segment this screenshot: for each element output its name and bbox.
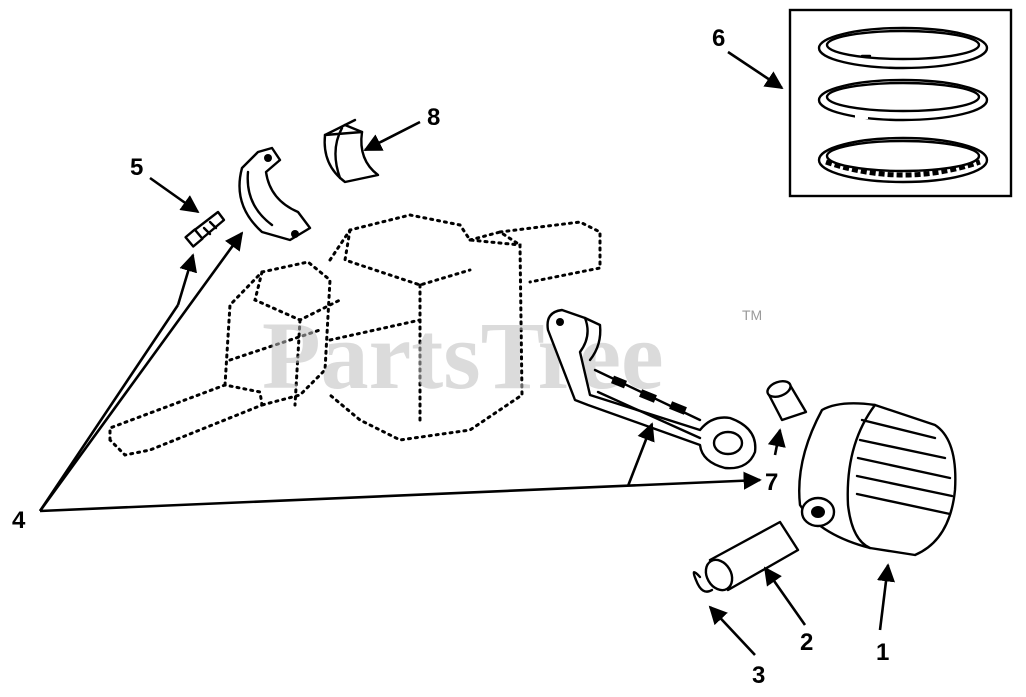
- callout-labels: 6 8 5 4 7 2 3 1: [12, 25, 889, 689]
- piston: [798, 402, 957, 557]
- rod-bolt: [184, 210, 226, 248]
- callout-4: 4: [12, 507, 26, 534]
- crankshaft-outline: [108, 213, 602, 457]
- watermark-text: PartsTree: [262, 302, 664, 409]
- callout-8: 8: [427, 104, 440, 131]
- callout-1: 1: [876, 639, 889, 666]
- watermark-trademark: TM: [742, 307, 762, 323]
- callout-5: 5: [130, 154, 143, 181]
- piston-ring-set: [788, 8, 1013, 198]
- pin-bushing: [766, 380, 808, 422]
- piston-pin: [704, 520, 800, 592]
- bearing-insert: [323, 118, 380, 184]
- callout-3: 3: [752, 662, 765, 689]
- retainer-ring: [692, 571, 714, 593]
- callout-6: 6: [712, 25, 725, 52]
- rod-cap: [238, 146, 312, 242]
- callout-7: 7: [765, 469, 778, 496]
- watermark: PartsTree TM: [262, 302, 762, 409]
- callout-2: 2: [800, 629, 813, 656]
- leader-lines: [38, 50, 896, 656]
- connecting-rod: [546, 308, 757, 470]
